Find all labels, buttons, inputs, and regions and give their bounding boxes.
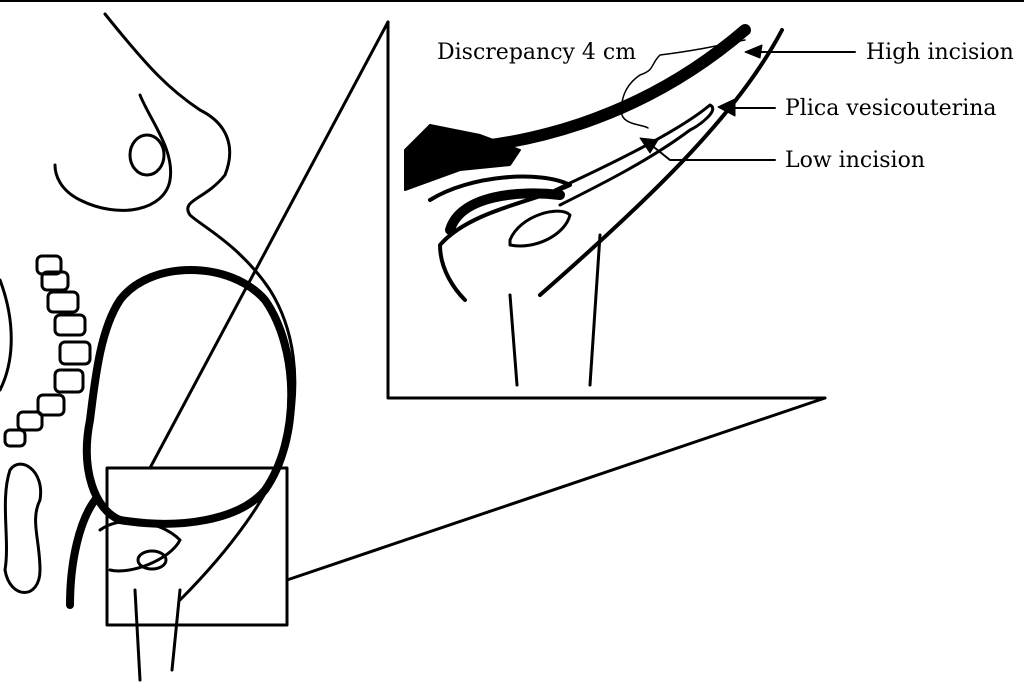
low-incision-arrow xyxy=(644,139,776,161)
label-plica-vesicouterina: Plica vesicouterina xyxy=(785,96,997,121)
magnification-guides xyxy=(105,20,827,627)
bowel xyxy=(3,462,43,594)
inset-detail xyxy=(404,24,856,387)
spine xyxy=(0,254,92,448)
label-discrepancy: Discrepancy 4 cm xyxy=(437,40,637,65)
label-high-incision: High incision xyxy=(866,40,1014,65)
uterus xyxy=(66,266,296,682)
label-low-incision: Low incision xyxy=(785,148,925,173)
discrepancy-brace xyxy=(620,39,746,129)
